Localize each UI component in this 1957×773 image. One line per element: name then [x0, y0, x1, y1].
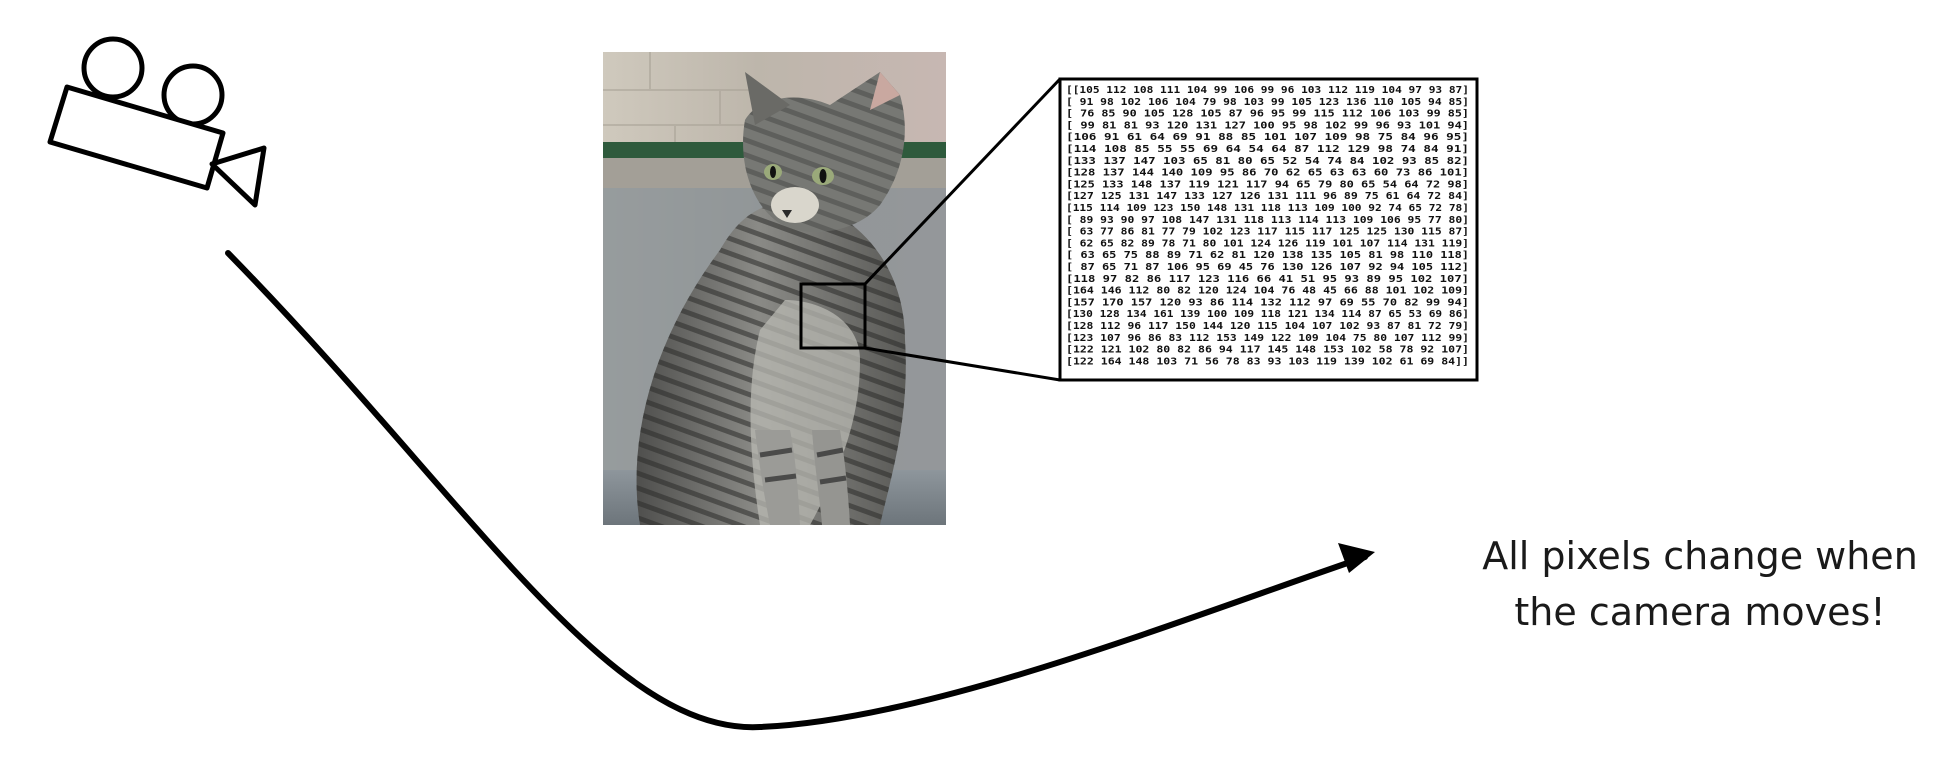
- matrix-row: [122 121 102 80 82 86 94 117 145 148 153…: [1066, 345, 1469, 356]
- camera-reel-right: [161, 63, 225, 127]
- matrix-row: [ 76 85 90 105 128 105 87 96 95 99 115 1…: [1066, 109, 1469, 120]
- arrowhead: [1338, 543, 1375, 573]
- matrix-row: [164 146 112 80 82 120 124 104 76 48 45 …: [1066, 286, 1469, 297]
- movie-camera-icon: [47, 36, 267, 208]
- matrix-row: [ 63 77 86 81 77 79 102 123 117 115 117 …: [1066, 227, 1469, 238]
- matrix-row: [114 108 85 55 55 69 64 54 64 87 112 129…: [1066, 144, 1469, 155]
- matrix-row: [130 128 134 161 139 100 109 118 121 134…: [1066, 309, 1469, 320]
- matrix-row: [[105 112 108 111 104 99 106 99 96 103 1…: [1066, 85, 1469, 96]
- matrix-row: [123 107 96 86 83 112 153 149 122 109 10…: [1066, 333, 1469, 344]
- matrix-row: [133 137 147 103 65 81 80 65 52 54 74 84…: [1066, 156, 1469, 167]
- matrix-row: [157 170 157 120 93 86 114 132 112 97 69…: [1066, 297, 1469, 308]
- matrix-row: [125 133 148 137 119 121 117 94 65 79 80…: [1066, 179, 1469, 190]
- matrix-row: [127 125 131 147 133 127 126 131 111 96 …: [1066, 191, 1469, 202]
- matrix-row: [115 114 109 123 150 148 131 118 113 109…: [1066, 203, 1469, 214]
- caption: All pixels change when the camera moves!: [1460, 528, 1940, 640]
- matrix-row: [122 164 148 103 71 56 78 83 93 103 119 …: [1066, 356, 1469, 367]
- camera-reel-left: [81, 36, 145, 100]
- zoom-connector-bottom: [864, 346, 1061, 382]
- matrix-row: [ 63 65 75 88 89 71 62 81 120 138 135 10…: [1066, 250, 1469, 261]
- zoom-connector-top: [863, 77, 1062, 286]
- camera-motion-arrow: [225, 250, 1375, 731]
- pixel-matrix-panel: [1058, 77, 1479, 382]
- matrix-row: [118 97 82 86 117 123 116 66 41 51 95 93…: [1066, 274, 1469, 285]
- zoom-region-box: [799, 282, 867, 350]
- pixel-matrix: [[105 112 108 111 104 99 106 99 96 103 1…: [1066, 85, 1469, 367]
- tabby-cat-photo: [603, 52, 946, 525]
- matrix-row: [ 99 81 81 93 120 131 127 100 95 98 102 …: [1066, 120, 1469, 131]
- matrix-row: [128 112 96 117 150 144 120 115 104 107 …: [1066, 321, 1469, 332]
- matrix-row: [ 87 65 71 87 106 95 69 45 76 130 126 10…: [1066, 262, 1469, 273]
- caption-line-1: All pixels change when: [1482, 534, 1918, 578]
- camera-body: [47, 84, 226, 191]
- matrix-row: [ 62 65 82 89 78 71 80 101 124 126 119 1…: [1066, 238, 1469, 249]
- caption-line-2: the camera moves!: [1514, 590, 1886, 634]
- matrix-row: [128 137 144 140 109 95 86 70 62 65 63 6…: [1066, 168, 1469, 179]
- camera-lens: [209, 145, 267, 208]
- matrix-row: [ 91 98 102 106 104 79 98 103 99 105 123…: [1066, 97, 1469, 108]
- matrix-row: [ 89 93 90 97 108 147 131 118 113 114 11…: [1066, 215, 1469, 226]
- matrix-row: [106 91 61 64 69 91 88 85 101 107 109 98…: [1066, 132, 1469, 143]
